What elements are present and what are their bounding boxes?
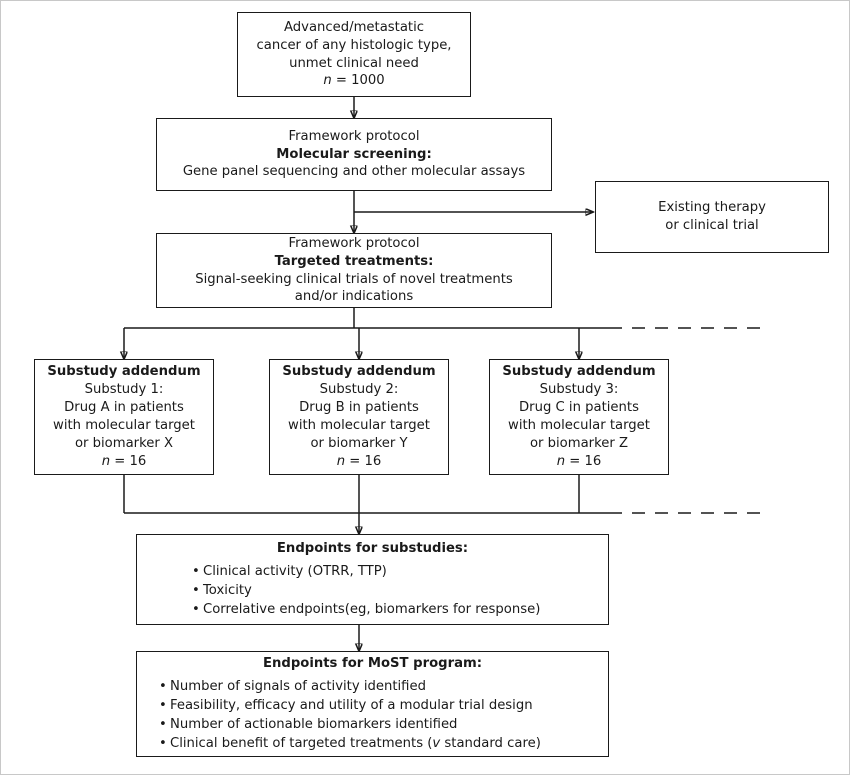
targeted-heading: Targeted treatments: bbox=[274, 253, 434, 269]
node-molecular-screening: Framework protocol Molecular screening: … bbox=[156, 118, 552, 191]
substudy2-sample-size: n = 16 bbox=[337, 453, 382, 471]
substudy2-line4: with molecular target bbox=[288, 418, 430, 433]
population-line3: unmet clinical need bbox=[289, 55, 419, 71]
list-item: Correlative endpoints(eg, biomarkers for… bbox=[192, 600, 598, 619]
substudy3-sample-size: n = 16 bbox=[557, 453, 602, 471]
substudy1-n-value: = 16 bbox=[114, 453, 147, 469]
substudy1-line4: with molecular target bbox=[53, 418, 195, 433]
targeted-line3: Signal-seeking clinical trials of novel … bbox=[195, 271, 513, 287]
node-endpoints-substudies: Endpoints for substudies: Clinical activ… bbox=[136, 534, 609, 625]
screening-heading: Molecular screening: bbox=[276, 146, 432, 162]
substudy2-n-symbol: n bbox=[336, 453, 346, 469]
substudy2-n-value: = 16 bbox=[349, 453, 382, 469]
targeted-line4: and/or indications bbox=[294, 289, 414, 305]
list-item: Toxicity bbox=[192, 581, 598, 600]
list-item: Clinical activity (OTRR, TTP) bbox=[192, 562, 598, 581]
node-endpoints-most: Endpoints for MoST program: Number of si… bbox=[136, 651, 609, 757]
population-line2: cancer of any histologic type, bbox=[256, 37, 452, 53]
screening-line1: Framework protocol bbox=[288, 128, 420, 144]
population-line1: Advanced/metastatic bbox=[283, 19, 424, 35]
substudy2-line2: Substudy 2: bbox=[319, 382, 399, 398]
node-targeted-treatments: Framework protocol Targeted treatments: … bbox=[156, 233, 552, 308]
most-item4-post: standard care) bbox=[440, 736, 541, 752]
node-substudy-2: Substudy addendum Substudy 2: Drug B in … bbox=[269, 359, 449, 475]
substudy2-line3: Drug B in patients bbox=[299, 400, 419, 416]
substudy1-sample-size: n = 16 bbox=[102, 453, 147, 471]
list-item: Feasibility, efficacy and utility of a m… bbox=[159, 696, 598, 715]
screening-line3: Gene panel sequencing and other molecula… bbox=[182, 164, 526, 180]
substudy1-line5: or biomarker X bbox=[74, 435, 174, 451]
existing-line1: Existing therapy bbox=[658, 200, 766, 216]
substudy1-line3: Drug A in patients bbox=[64, 400, 184, 416]
substudy2-heading: Substudy addendum bbox=[282, 364, 436, 380]
population-sample-size: n = 1000 bbox=[323, 72, 384, 90]
list-item-clinical-benefit: Clinical benefit of targeted treatments … bbox=[159, 734, 598, 753]
substudy3-line4: with molecular target bbox=[508, 418, 650, 433]
targeted-line1: Framework protocol bbox=[288, 235, 420, 251]
list-item: Number of signals of activity identified bbox=[159, 677, 598, 696]
existing-line2: or clinical trial bbox=[665, 218, 759, 233]
node-substudy-3: Substudy addendum Substudy 3: Drug C in … bbox=[489, 359, 669, 475]
substudy3-n-value: = 16 bbox=[569, 453, 602, 469]
list-item: Number of actionable biomarkers identifi… bbox=[159, 715, 598, 734]
substudy3-heading: Substudy addendum bbox=[502, 364, 656, 380]
endpoints-substudies-list: Clinical activity (OTRR, TTP) Toxicity C… bbox=[147, 562, 598, 619]
population-n-symbol: n bbox=[323, 73, 332, 89]
substudy3-n-symbol: n bbox=[556, 453, 566, 469]
most-item4-versus-symbol: v bbox=[432, 736, 441, 752]
node-existing-therapy: Existing therapy or clinical trial bbox=[595, 181, 829, 253]
substudy2-line5: or biomarker Y bbox=[310, 435, 408, 451]
substudy1-n-symbol: n bbox=[101, 453, 111, 469]
node-substudy-1: Substudy addendum Substudy 1: Drug A in … bbox=[34, 359, 214, 475]
most-item4-pre: Clinical benefit of targeted treatments … bbox=[170, 736, 433, 752]
endpoints-most-list: Number of signals of activity identified… bbox=[147, 677, 598, 753]
substudy1-line2: Substudy 1: bbox=[84, 382, 164, 398]
endpoints-most-heading: Endpoints for MoST program: bbox=[262, 655, 482, 671]
substudy3-line2: Substudy 3: bbox=[539, 382, 619, 398]
node-population: Advanced/metastatic cancer of any histol… bbox=[237, 12, 471, 97]
substudy3-line3: Drug C in patients bbox=[519, 400, 639, 416]
substudy3-line5: or biomarker Z bbox=[529, 435, 629, 451]
substudy1-heading: Substudy addendum bbox=[47, 364, 201, 380]
endpoints-substudies-heading: Endpoints for substudies: bbox=[276, 540, 469, 556]
population-n-value: = 1000 bbox=[335, 73, 385, 89]
